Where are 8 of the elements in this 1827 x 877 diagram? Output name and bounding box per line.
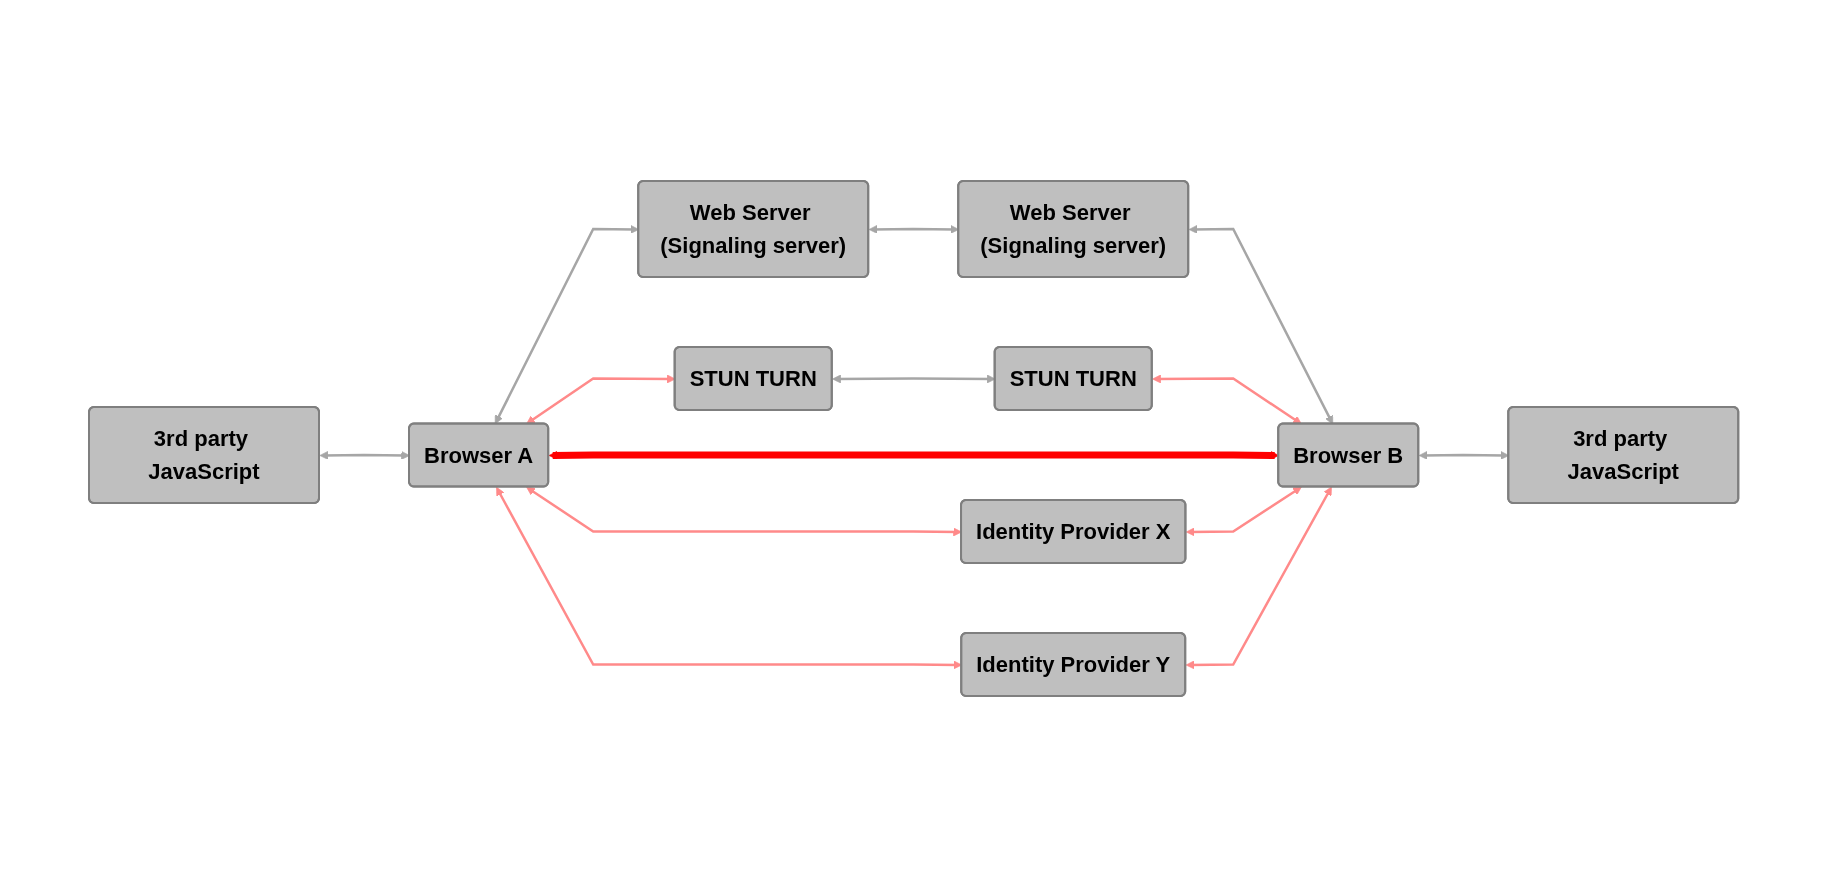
arrow — [1185, 486, 1302, 537]
arrow — [1152, 374, 1302, 425]
arrow — [1185, 486, 1332, 670]
arrow — [494, 225, 639, 425]
arrow — [1188, 225, 1333, 425]
arrow — [548, 451, 1279, 460]
arrow — [868, 225, 959, 234]
arrow — [496, 486, 962, 670]
